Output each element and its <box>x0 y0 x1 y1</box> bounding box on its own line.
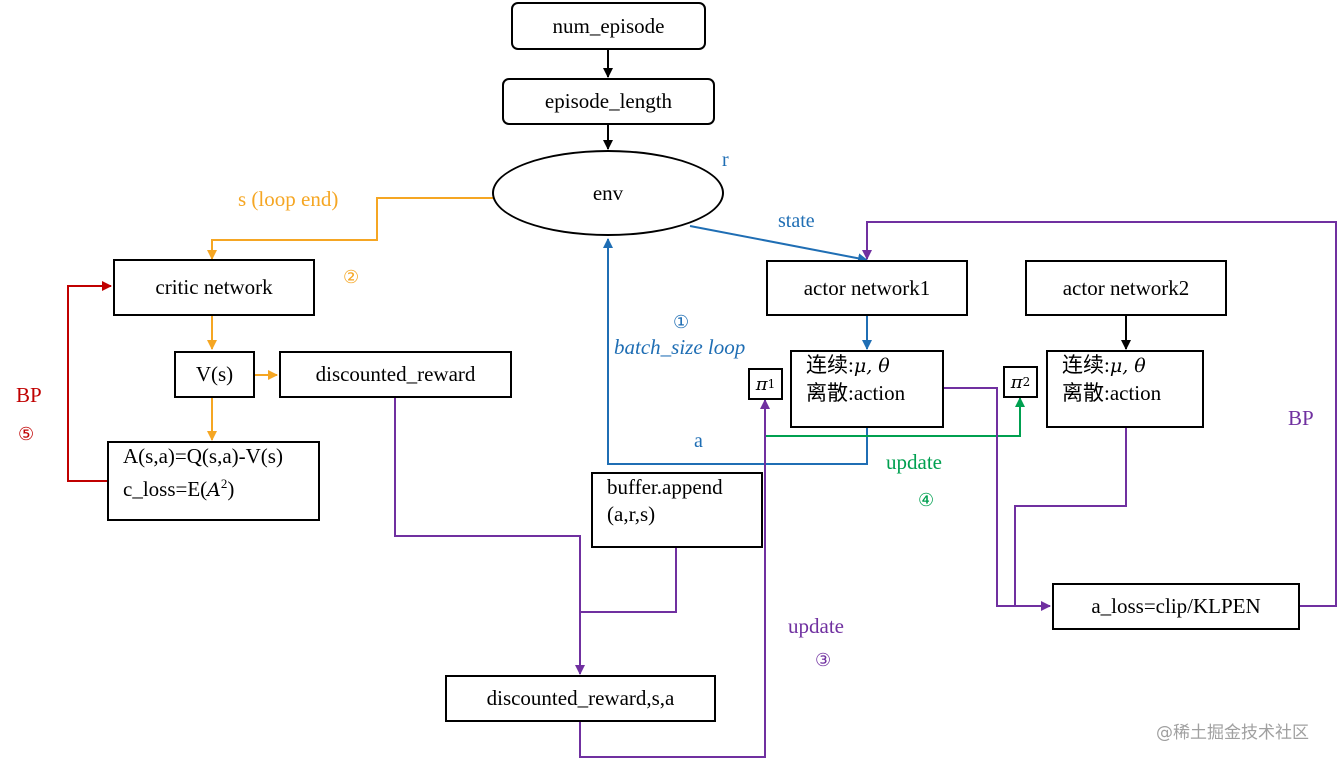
actor1-discrete: 离散:action <box>806 381 906 405</box>
advantage-line2-var: A <box>207 479 221 501</box>
actor2-output-box: 连续:μ, θ 离散:action <box>1046 350 1204 428</box>
arrow-update-pi1-pi2 <box>765 397 1025 437</box>
advantage-line2-prefix: c_loss=E( <box>123 477 208 501</box>
buffer-line2: (a,r,s) <box>607 502 656 526</box>
label-circle-4: ④ <box>918 490 935 511</box>
pi1-sub: 1 <box>767 377 776 391</box>
arrow-env-to-critic <box>207 197 495 260</box>
critic-network-text: critic network <box>155 275 273 299</box>
pi1-symbol: π <box>755 373 768 395</box>
env-ellipse: env <box>492 150 724 236</box>
advantage-line2: c_loss=E(A2) <box>123 470 234 504</box>
label-circle-3: ③ <box>815 650 832 671</box>
env-text: env <box>592 180 624 205</box>
num-episode-box: num_episode <box>511 2 706 50</box>
arrow-env-to-actor1 <box>689 225 868 264</box>
line-discounted-to-merge <box>394 398 585 675</box>
episode-length-box: episode_length <box>502 78 715 125</box>
buffer-line1: buffer.append <box>607 475 723 499</box>
arrow-action-to-env <box>603 238 868 465</box>
episode-length-text: episode_length <box>544 89 673 113</box>
line-actor1-to-aloss <box>944 387 1051 611</box>
actor1-cont-math: μ, θ <box>853 355 890 377</box>
actor-network2-box: actor network2 <box>1025 260 1227 316</box>
label-circle-2: ② <box>343 267 360 288</box>
advantage-line2-exp: 2 <box>220 476 228 491</box>
a-loss-box: a_loss=clip/KLPEN <box>1052 583 1300 630</box>
label-update-3: update <box>788 614 844 638</box>
actor1-cont-prefix: 连续: <box>806 353 854 377</box>
vs-text: V(s) <box>195 362 234 386</box>
label-a: a <box>694 430 703 452</box>
label-state: state <box>778 210 815 232</box>
watermark: @稀土掘金技术社区 <box>1156 723 1309 743</box>
label-s-loop-end: s (loop end) <box>238 187 339 211</box>
pi2-sub: 2 <box>1022 375 1031 389</box>
actor2-continuous: 连续:μ, θ <box>1062 352 1146 380</box>
advantage-line1: A(s,a)=Q(s,a)-V(s) <box>123 444 283 468</box>
arrow-update-pi1 <box>579 399 770 758</box>
actor2-discrete: 离散:action <box>1062 381 1162 405</box>
line-buffer-to-merge <box>580 548 677 613</box>
label-circle-1: ① <box>673 312 690 333</box>
arrow-bp-critic <box>67 281 112 482</box>
vs-box: V(s) <box>174 351 255 398</box>
num-episode-text: num_episode <box>552 13 665 38</box>
buffer-box: buffer.append (a,r,s) <box>591 472 763 548</box>
advantage-box: A(s,a)=Q(s,a)-V(s) c_loss=E(A2) <box>107 441 320 521</box>
discounted-reward-box: discounted_reward <box>279 351 512 398</box>
label-bp-right: BP <box>1288 406 1314 430</box>
discounted-rsa-box: discounted_reward,s,a <box>445 675 716 722</box>
arrow-bp-actor1 <box>862 221 1337 607</box>
critic-network-box: critic network <box>113 259 315 316</box>
discounted-rsa-text: discounted_reward,s,a <box>486 686 675 710</box>
pi2-symbol: π <box>1010 371 1023 393</box>
label-batch-size-loop: batch_size loop <box>614 335 746 359</box>
label-circle-5: ⑤ <box>18 424 35 445</box>
actor1-continuous: 连续:μ, θ <box>806 352 890 380</box>
advantage-line2-suffix: ) <box>227 477 235 501</box>
actor-network1-text: actor network1 <box>803 275 931 300</box>
a-loss-text: a_loss=clip/KLPEN <box>1091 594 1261 618</box>
label-r: r <box>722 149 729 171</box>
label-bp-left: BP <box>16 383 42 407</box>
discounted-reward-text: discounted_reward <box>315 362 476 386</box>
actor1-output-box: 连续:μ, θ 离散:action <box>790 350 944 428</box>
label-update-4: update <box>886 450 942 474</box>
line-actor2-to-aloss <box>1014 428 1127 606</box>
actor2-cont-prefix: 连续: <box>1062 353 1110 377</box>
actor-network1-box: actor network1 <box>766 260 968 316</box>
actor-network2-text: actor network2 <box>1062 275 1190 300</box>
actor2-cont-math: μ, θ <box>1109 355 1146 377</box>
